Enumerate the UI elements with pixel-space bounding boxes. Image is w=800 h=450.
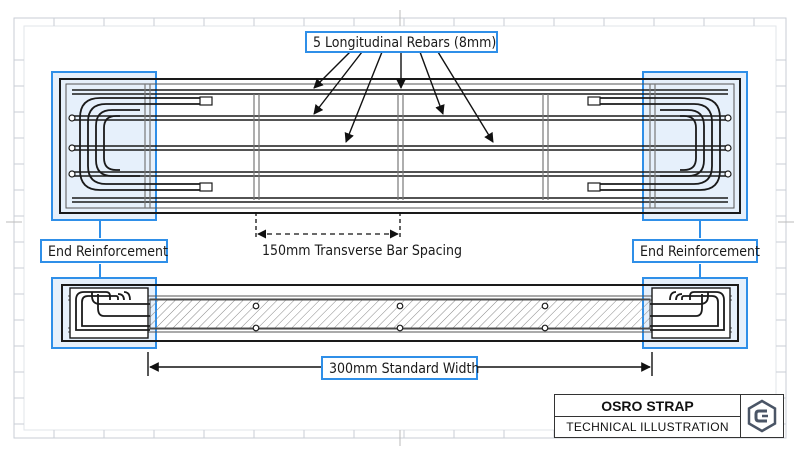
rebar-callout-arrows	[313, 51, 494, 143]
drawing-title: OSRO STRAP	[555, 395, 741, 417]
right-rebar-ends	[724, 114, 732, 178]
spacing-dimension	[255, 212, 401, 240]
sheet-frame	[6, 10, 794, 446]
left-section-hooks	[69, 287, 150, 339]
right-end-hooks	[588, 97, 721, 191]
strap-outline-section	[61, 284, 739, 342]
end-connectors	[99, 220, 701, 278]
width-label: 300mm Standard Width	[321, 356, 479, 380]
right-section-hooks	[650, 287, 731, 339]
left-end-hooks	[79, 97, 212, 191]
rebar-section-dots	[252, 302, 549, 332]
end-reinforcement-left-label: End Reinforcement	[40, 239, 168, 263]
end-reinforcement-right-label: End Reinforcement	[632, 239, 760, 263]
section-view	[51, 277, 748, 349]
rebars-label: 5 Longitudinal Rebars (8mm)	[305, 31, 498, 53]
longitudinal-rebars	[72, 89, 728, 203]
plan-view	[51, 71, 748, 221]
company-logo-icon	[741, 395, 783, 437]
spacing-label: 150mm Transverse Bar Spacing	[262, 243, 462, 259]
left-rebar-ends	[68, 114, 76, 178]
title-block: OSRO STRAP TECHNICAL ILLUSTRATION	[554, 394, 784, 438]
drawing-subtitle: TECHNICAL ILLUSTRATION	[555, 417, 741, 437]
